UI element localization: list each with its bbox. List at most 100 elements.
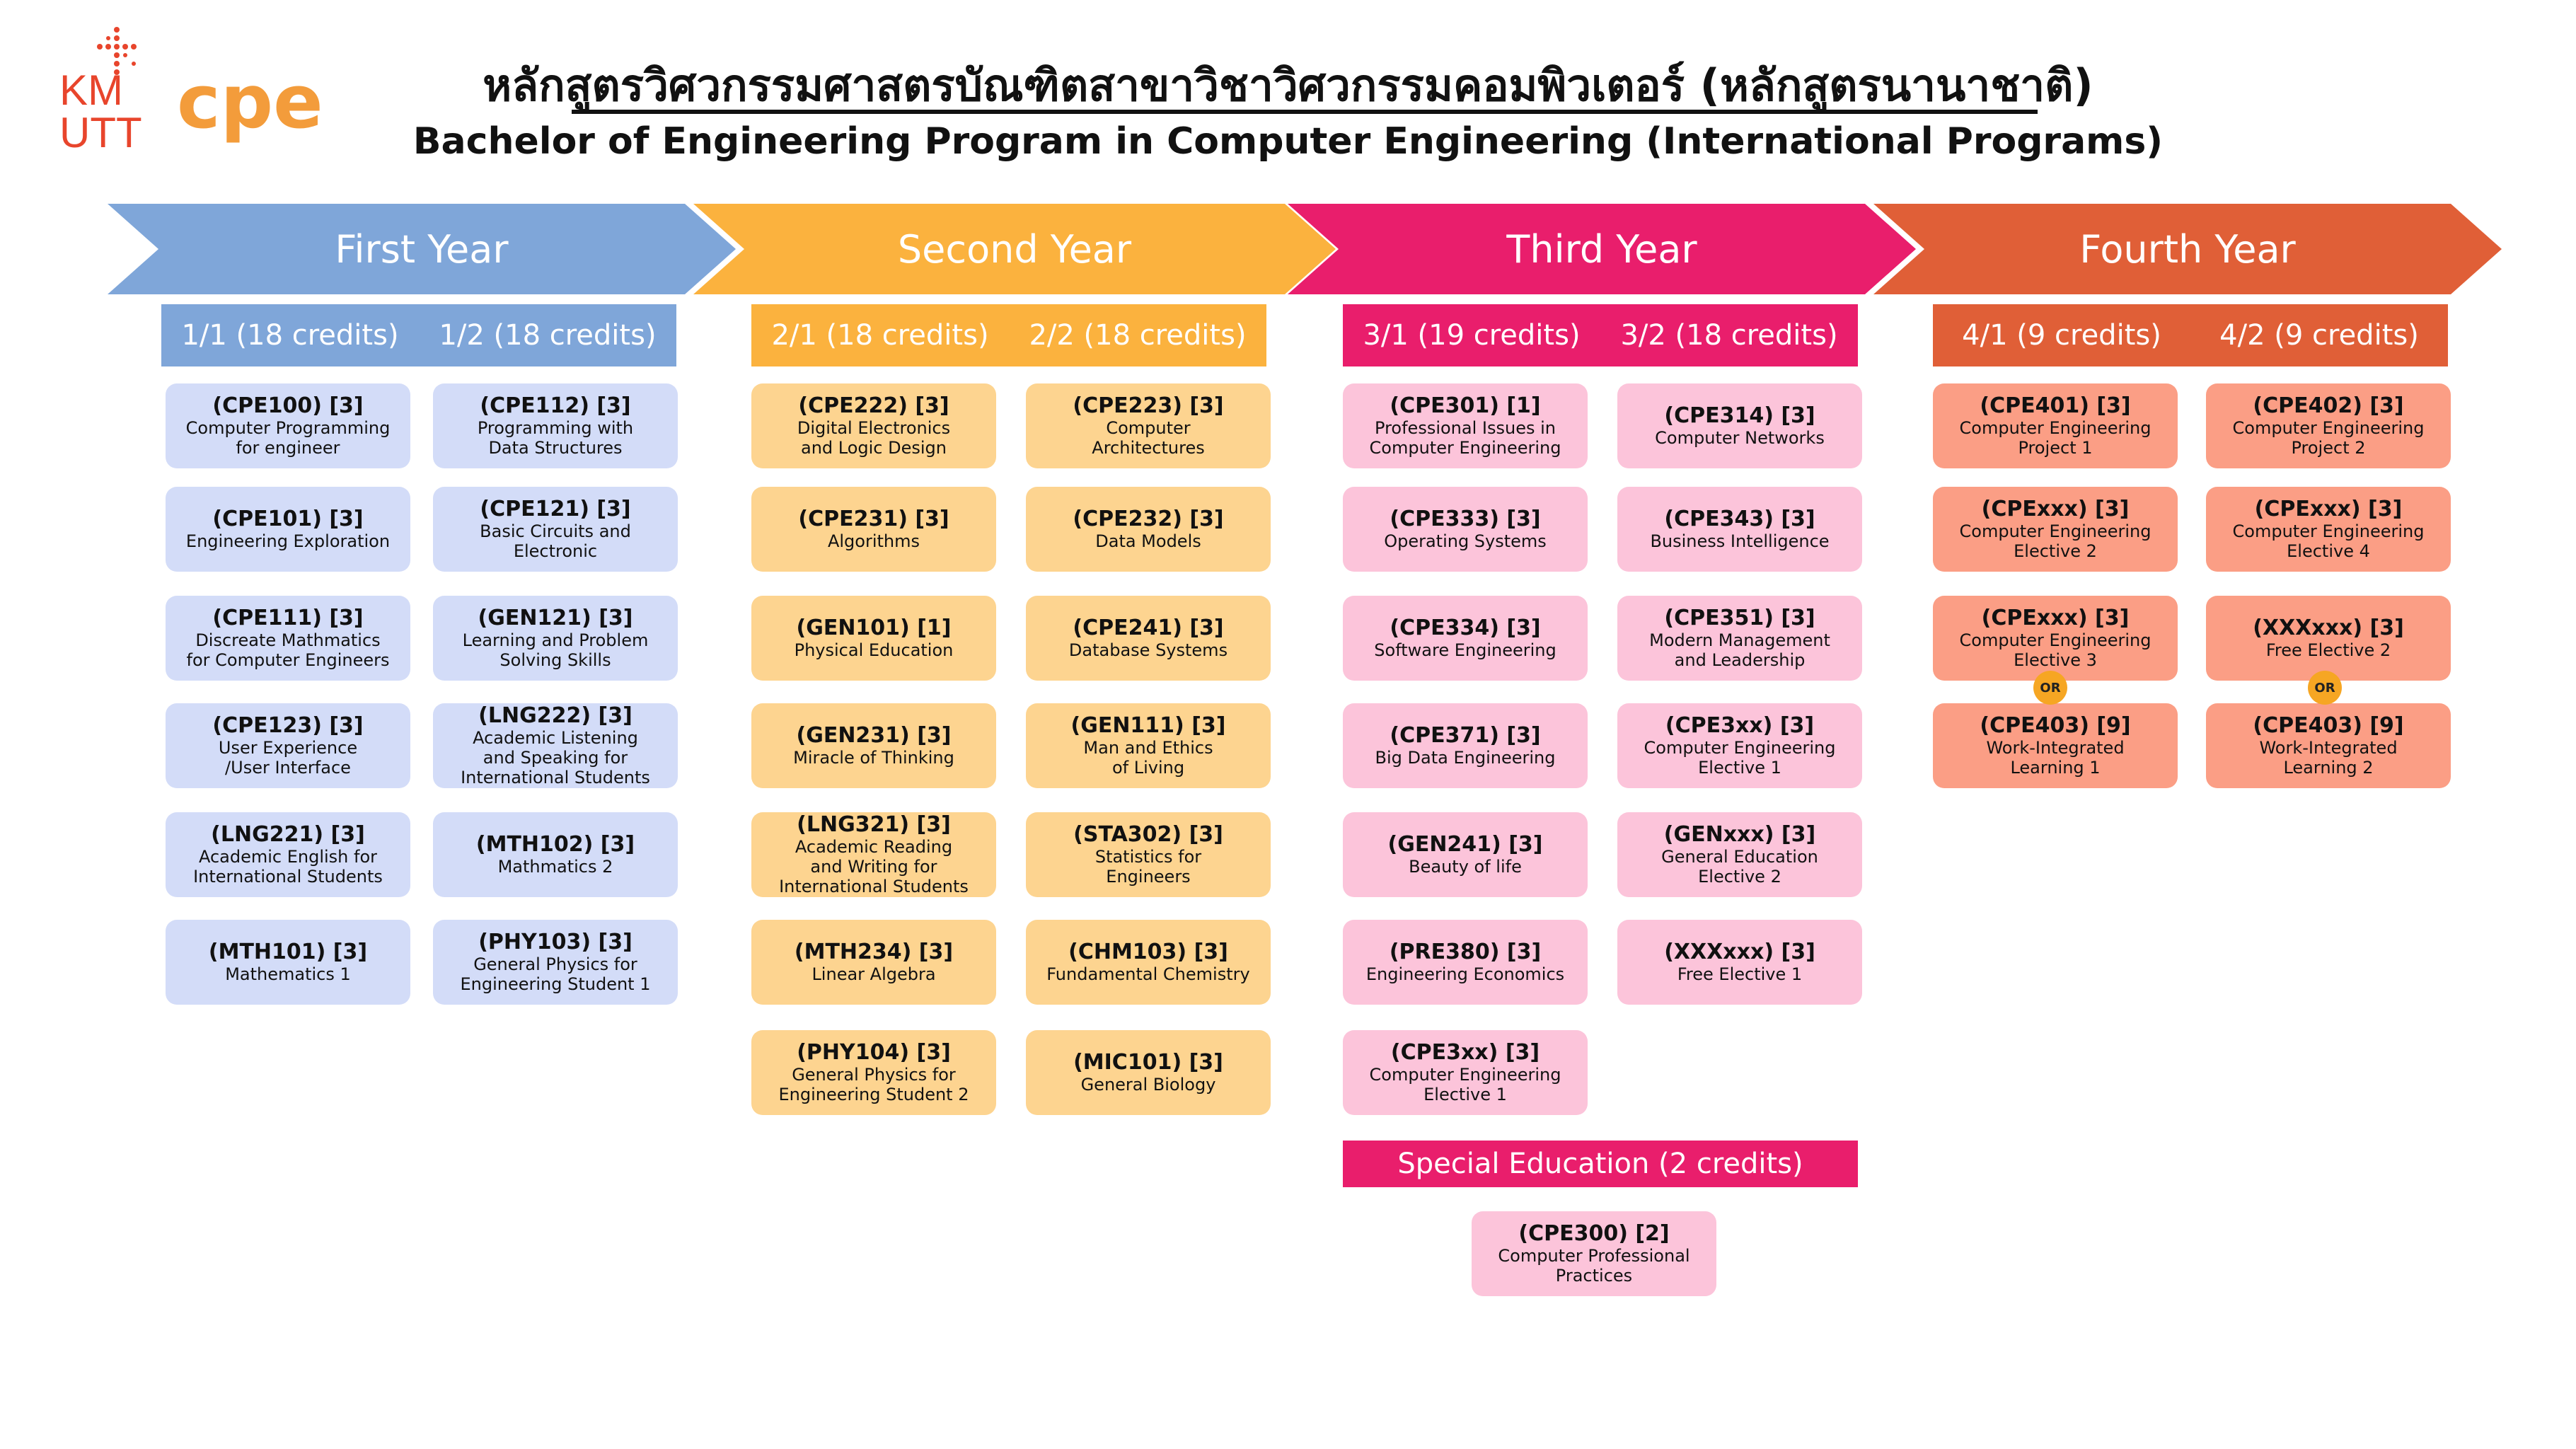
course-card[interactable]: (CPE111) [3]Discreate Mathmatics for Com… (166, 596, 410, 681)
course-card[interactable]: (MTH234) [3]Linear Algebra (751, 920, 996, 1005)
course-code: (CPE333) [3] (1390, 507, 1541, 531)
course-name: Discreate Mathmatics for Computer Engine… (186, 630, 390, 670)
course-card[interactable]: (CPE123) [3]User Experience /User Interf… (166, 703, 410, 788)
course-name: Academic Listening and Speaking for Inte… (461, 728, 650, 787)
course-name: Computer Engineering Elective 1 (1644, 738, 1836, 778)
course-code: (STA302) [3] (1073, 822, 1223, 847)
course-card[interactable]: (CPE401) [3]Computer Engineering Project… (1933, 383, 2178, 468)
course-name: Learning and Problem Solving Skills (462, 630, 649, 670)
year-header-4: Fourth Year (1873, 204, 2502, 294)
course-card[interactable]: (CPE241) [3]Database Systems (1026, 596, 1271, 681)
course-name: General Physics for Engineering Student … (778, 1065, 969, 1104)
course-card[interactable]: (LNG321) [3]Academic Reading and Writing… (751, 812, 996, 897)
semester-bar-year-3: 3/1 (19 credits) 3/2 (18 credits) (1343, 304, 1858, 366)
course-code: (XXXxxx) [3] (1664, 940, 1815, 964)
kmutt-cpe-logo: KM UTT cpe (59, 27, 323, 156)
course-card[interactable]: (GEN121) [3]Learning and Problem Solving… (433, 596, 678, 681)
course-card[interactable]: (CPE231) [3]Algorithms (751, 487, 996, 572)
course-name: Beauty of life (1409, 857, 1522, 877)
course-code: (CPE101) [3] (212, 507, 364, 531)
course-card[interactable]: (GEN231) [3]Miracle of Thinking (751, 703, 996, 788)
course-card[interactable]: (CPE223) [3]Computer Architectures (1026, 383, 1271, 468)
course-card[interactable]: (MIC101) [3]General Biology (1026, 1030, 1271, 1115)
course-code: (MTH101) [3] (208, 940, 368, 964)
course-card[interactable]: (CPE232) [3]Data Models (1026, 487, 1271, 572)
svg-text:KM: KM (59, 67, 123, 114)
course-name: Free Elective 2 (2265, 640, 2391, 660)
course-card[interactable]: (GEN111) [3]Man and Ethics of Living (1026, 703, 1271, 788)
course-code: (CPE351) [3] (1664, 606, 1815, 630)
course-card[interactable]: (MTH102) [3]Mathmatics 2 (433, 812, 678, 897)
course-name: Professional Issues in Computer Engineer… (1369, 418, 1561, 458)
svg-text:cpe: cpe (177, 59, 323, 145)
course-name: Computer Engineering Project 1 (1959, 418, 2152, 458)
course-card[interactable]: (CPExxx) [3]Computer Engineering Electiv… (2206, 487, 2451, 572)
course-card[interactable]: (CPExxx) [3]Computer Engineering Electiv… (1933, 596, 2178, 681)
course-name: Physical Education (794, 640, 954, 660)
course-card[interactable]: (PHY104) [3]General Physics for Engineer… (751, 1030, 996, 1115)
course-card[interactable]: (CPE3xx) [3]Computer Engineering Electiv… (1617, 703, 1862, 788)
course-name: Miracle of Thinking (793, 748, 954, 768)
course-code: (PRE380) [3] (1389, 940, 1542, 964)
course-code: (CPE223) [3] (1073, 393, 1224, 418)
course-code: (GEN111) [3] (1070, 713, 1226, 738)
course-card[interactable]: (LNG221) [3]Academic English for Interna… (166, 812, 410, 897)
course-card-special[interactable]: (CPE300) [2] Computer Professional Pract… (1472, 1211, 1716, 1296)
course-name: Computer Programming for engineer (185, 418, 391, 458)
course-name: Computer Engineering Elective 3 (1959, 630, 2152, 670)
course-card[interactable]: (CPE351) [3]Modern Management and Leader… (1617, 596, 1862, 681)
course-name: Algorithms (827, 531, 920, 551)
course-code: (GENxxx) [3] (1663, 822, 1816, 847)
course-card[interactable]: (XXXxxx) [3]Free Elective 1 (1617, 920, 1862, 1005)
course-card[interactable]: (CPE403) [9]Work-Integrated Learning 1 (1933, 703, 2178, 788)
course-code: (CPE403) [9] (2253, 713, 2404, 738)
course-card[interactable]: (XXXxxx) [3]Free Elective 2 (2206, 596, 2451, 681)
semester-label: 2/1 (18 credits) (771, 319, 989, 352)
course-code: (CPE232) [3] (1073, 507, 1224, 531)
course-name: General Biology (1080, 1075, 1216, 1095)
course-code: (CPE111) [3] (212, 606, 364, 630)
course-card[interactable]: (CHM103) [3]Fundamental Chemistry (1026, 920, 1271, 1005)
course-code: (CPExxx) [3] (1981, 606, 2130, 630)
semester-label: 4/1 (9 credits) (1962, 319, 2161, 352)
course-card[interactable]: (CPE100) [3]Computer Programming for eng… (166, 383, 410, 468)
course-name: Mathematics 1 (225, 964, 351, 984)
course-card[interactable]: (GENxxx) [3]General Education Elective 2 (1617, 812, 1862, 897)
course-card[interactable]: (PRE380) [3]Engineering Economics (1343, 920, 1588, 1005)
course-card[interactable]: (CPE333) [3]Operating Systems (1343, 487, 1588, 572)
course-card[interactable]: (LNG222) [3]Academic Listening and Speak… (433, 703, 678, 788)
semester-label: 2/2 (18 credits) (1029, 319, 1247, 352)
course-code: (CPE403) [9] (1980, 713, 2131, 738)
course-name: Modern Management and Leadership (1649, 630, 1830, 670)
course-card[interactable]: (CPE343) [3]Business Intelligence (1617, 487, 1862, 572)
course-card[interactable]: (GEN101) [1]Physical Education (751, 596, 996, 681)
course-name: Computer Networks (1655, 428, 1825, 448)
course-code: (CPE100) [3] (212, 393, 364, 418)
course-code: (CPExxx) [3] (1981, 497, 2130, 521)
course-name: Academic English for International Stude… (193, 847, 383, 887)
course-code: (LNG221) [3] (211, 822, 365, 847)
course-card[interactable]: (CPE334) [3]Software Engineering (1343, 596, 1588, 681)
course-card[interactable]: (CPE371) [3]Big Data Engineering (1343, 703, 1588, 788)
course-card[interactable]: (STA302) [3]Statistics for Engineers (1026, 812, 1271, 897)
course-code: (LNG222) [3] (478, 703, 633, 728)
course-card[interactable]: (CPE402) [3]Computer Engineering Project… (2206, 383, 2451, 468)
semester-label: 4/2 (9 credits) (2219, 319, 2419, 352)
course-card[interactable]: (PHY103) [3]General Physics for Engineer… (433, 920, 678, 1005)
course-card[interactable]: (CPE403) [9]Work-Integrated Learning 2 (2206, 703, 2451, 788)
course-name: Academic Reading and Writing for Interna… (779, 837, 969, 896)
course-code: (CPE123) [3] (212, 713, 364, 738)
course-card[interactable]: (CPE222) [3]Digital Electronics and Logi… (751, 383, 996, 468)
course-card[interactable]: (CPE3xx) [3]Computer Engineering Electiv… (1343, 1030, 1588, 1115)
course-card[interactable]: (GEN241) [3]Beauty of life (1343, 812, 1588, 897)
course-name: Work-Integrated Learning 2 (2259, 738, 2398, 778)
course-card[interactable]: (CPExxx) [3]Computer Engineering Electiv… (1933, 487, 2178, 572)
course-card[interactable]: (CPE101) [3]Engineering Exploration (166, 487, 410, 572)
course-name: Computer Engineering Elective 1 (1369, 1065, 1561, 1104)
course-card[interactable]: (CPE301) [1]Professional Issues in Compu… (1343, 383, 1588, 468)
course-code: (CPE301) [1] (1390, 393, 1541, 418)
course-card[interactable]: (CPE121) [3]Basic Circuits and Electroni… (433, 487, 678, 572)
course-card[interactable]: (CPE112) [3]Programming with Data Struct… (433, 383, 678, 468)
course-card[interactable]: (MTH101) [3]Mathematics 1 (166, 920, 410, 1005)
course-card[interactable]: (CPE314) [3]Computer Networks (1617, 383, 1862, 468)
